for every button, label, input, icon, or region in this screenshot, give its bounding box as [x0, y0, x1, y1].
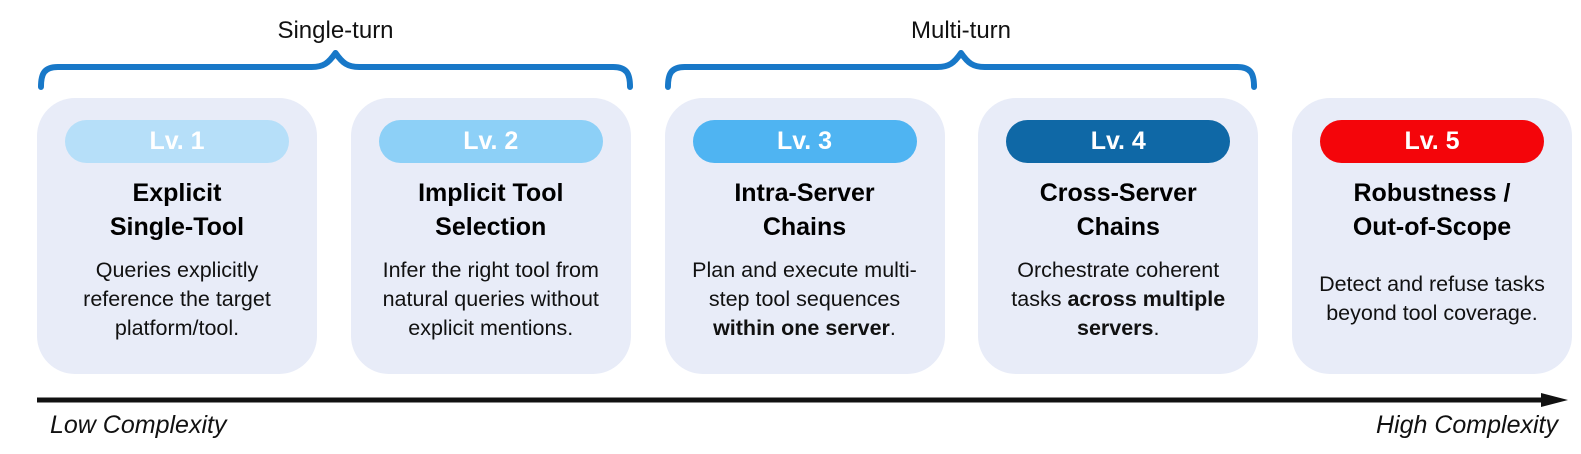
- level-title: Robustness /Out-of-Scope: [1352, 179, 1512, 241]
- low-complexity-label: Low Complexity: [50, 411, 227, 439]
- group-label-multi-turn: Multi-turn: [910, 17, 1012, 44]
- level-badge: Lv. 5: [1320, 120, 1544, 163]
- level-badge: Lv. 3: [692, 120, 917, 163]
- level-badge: Lv. 4: [1006, 120, 1231, 163]
- level-description: Plan and execute multi-step tool sequenc…: [692, 258, 917, 340]
- group-label-single-turn: Single-turn: [277, 17, 394, 44]
- level-badge: Lv. 2: [378, 120, 603, 163]
- complexity-arrow-icon: [37, 393, 1568, 407]
- level-badge: Lv. 1: [65, 120, 289, 163]
- high-complexity-label: High Complexity: [1375, 411, 1558, 439]
- single-turn-brace-icon: [38, 50, 633, 90]
- multi-turn-brace-icon: [665, 50, 1257, 90]
- level-card: Lv. 5 Robustness /Out-of-Scope Detect an…: [1292, 98, 1572, 374]
